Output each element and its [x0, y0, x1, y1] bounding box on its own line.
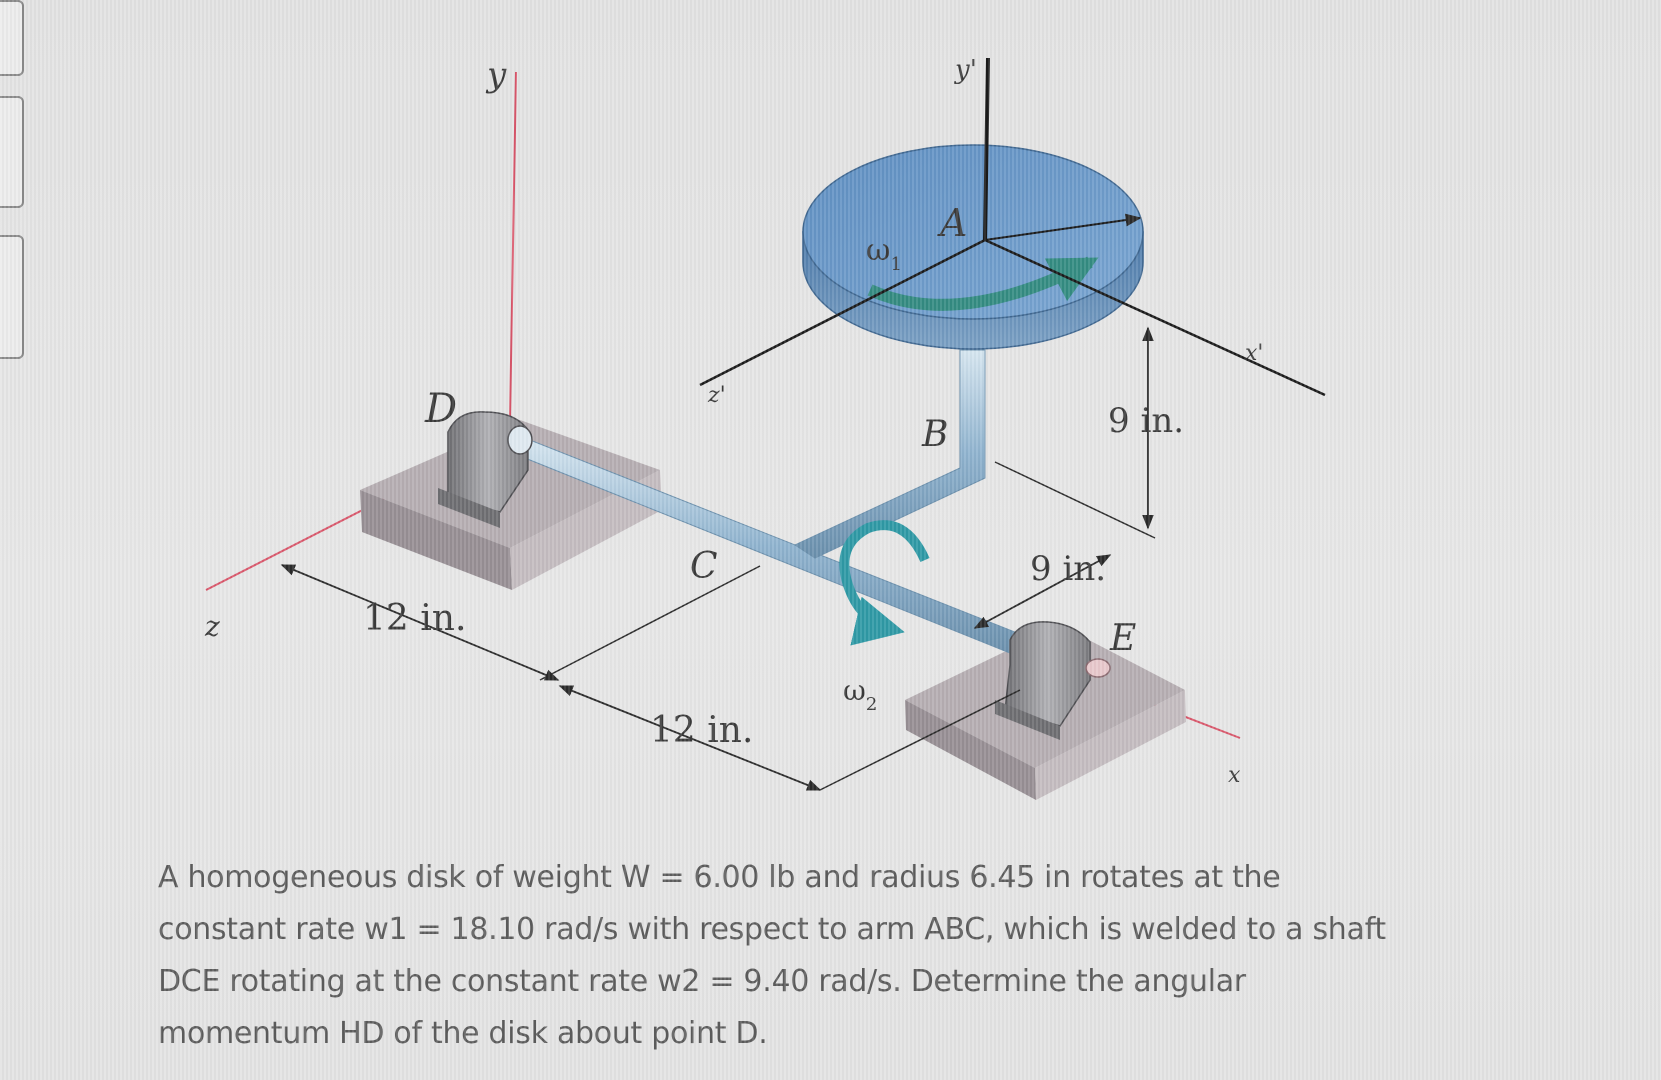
label-y-prime: y' — [954, 55, 977, 85]
bearing-d — [438, 411, 533, 528]
left-panel-edge-middle[interactable] — [0, 96, 24, 208]
label-z-prime: z' — [707, 383, 726, 408]
left-panel-edge-bottom[interactable] — [0, 235, 24, 359]
dim-line-12-bottom — [558, 685, 822, 791]
label-x: x — [1228, 763, 1241, 788]
label-dim-9-vertical: 9 in. — [1108, 401, 1184, 441]
label-point-c: C — [690, 546, 718, 587]
label-dim-12-left: 12 in. — [363, 598, 466, 639]
label-point-e: E — [1109, 618, 1136, 659]
label-omega-2: ω2 — [843, 674, 877, 715]
label-dim-9-horizontal: 9 in. — [1030, 549, 1106, 589]
dim-ext-e — [819, 689, 1021, 791]
label-point-b: B — [921, 414, 948, 455]
label-dim-12-bottom: 12 in. — [650, 710, 753, 751]
label-x-prime: x' — [1245, 341, 1263, 366]
dim-ext-c — [539, 565, 761, 681]
label-omega-1: ω1 — [866, 233, 902, 275]
dim-ext-9 — [994, 461, 1156, 539]
label-point-a: A — [937, 201, 967, 245]
bearing-e — [995, 621, 1111, 740]
omega-2-rotation-arrow — [839, 520, 930, 646]
problem-statement: A homogeneous disk of weight W = 6.00 lb… — [158, 860, 1386, 1051]
dim-line-9-horizontal — [973, 554, 1112, 629]
left-panel-edge-top[interactable] — [0, 0, 24, 76]
axes-at-a — [699, 57, 1326, 397]
label-y: y — [485, 55, 507, 95]
y-axis-line — [509, 71, 517, 421]
dim-line-12-left — [280, 564, 560, 681]
label-point-d: D — [424, 386, 457, 432]
arm-abc — [793, 349, 986, 559]
mechanism-diagram: y y' z z' x x' A B C D E ω1 ω2 12 in. 12… — [204, 55, 1326, 800]
disk — [802, 144, 1144, 350]
label-z: z — [204, 610, 220, 643]
